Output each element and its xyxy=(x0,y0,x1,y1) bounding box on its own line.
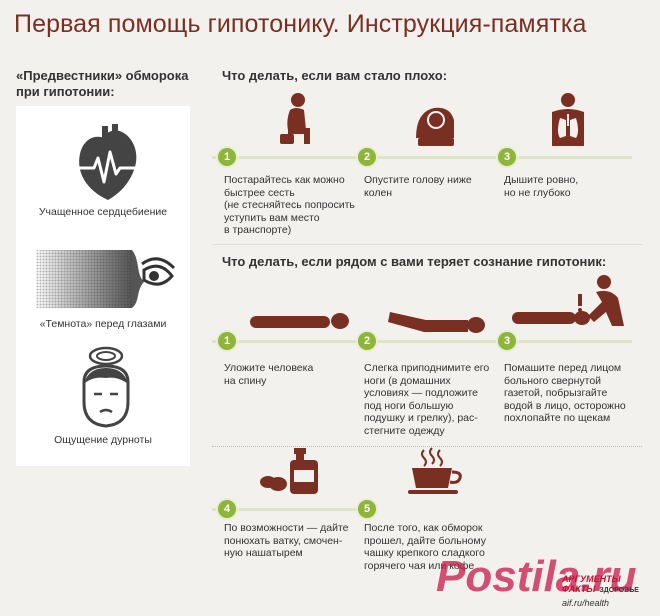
watermark: Postila.ru xyxy=(436,552,637,601)
step-text: Опустите голову ниже колен xyxy=(364,174,472,199)
darkness-eye-icon xyxy=(36,250,176,308)
step-number: 1 xyxy=(216,146,238,168)
step-number: 5 xyxy=(356,498,378,520)
step-text: Слегка приподнимите его ноги (в домашних… xyxy=(364,362,490,437)
section1-heading: Что делать, если вам стало плохо: xyxy=(222,68,448,83)
symptoms-panel: Учащенное сердцебиение «Темнота» перед г… xyxy=(16,106,190,466)
left-heading-2: при гипотонии: xyxy=(16,84,115,99)
head-down-icon xyxy=(416,107,454,146)
page-title: Первая помощь гипотонику. Инструкция-пам… xyxy=(14,10,587,38)
brand-url: aif.ru/health xyxy=(562,598,610,608)
step-number: 1 xyxy=(216,330,238,352)
section2-heading: Что делать, если рядом с вами теряет соз… xyxy=(222,254,607,269)
step-number: 4 xyxy=(216,498,238,520)
ammonia-bottle-icon xyxy=(260,448,318,494)
symptom-label: Учащенное сердцебиение xyxy=(38,206,168,218)
section-divider xyxy=(212,244,642,245)
steps-line xyxy=(212,508,362,511)
lying-person-icon xyxy=(250,313,349,329)
section-divider xyxy=(212,446,642,447)
lungs-person-icon xyxy=(552,93,584,146)
brand-name: АРГУМЕНТЫ xyxy=(562,574,621,584)
fanning-person-icon xyxy=(512,275,624,326)
heart-icon xyxy=(78,124,140,200)
step-text: Уложите человека на спину xyxy=(224,362,314,387)
step-text: Помашите перед лицом больного свернутой … xyxy=(504,362,626,424)
step-text: По возможности — дайте понюхать ватку, с… xyxy=(224,522,349,559)
step-number: 3 xyxy=(496,146,518,168)
brand-section: ЗДОРОВЬЕ xyxy=(599,587,639,594)
step-text: Постарайтесь как можно быстрее сесть (не… xyxy=(224,174,355,236)
step-number: 2 xyxy=(356,330,378,352)
dizzy-face-icon xyxy=(82,346,130,428)
step-text: Дышите ровно, но не глубоко xyxy=(504,174,579,199)
symptom-label: «Темнота» перед глазами xyxy=(39,318,167,330)
steps-line xyxy=(212,340,632,343)
steps-line xyxy=(212,156,632,159)
step-number: 2 xyxy=(356,146,378,168)
aif-logo: АРГУМЕНТЫ ФАКТЫ ЗДОРОВЬЕ aif.ru/health xyxy=(562,574,656,608)
brand-name-2: ФАКТЫ xyxy=(562,584,596,594)
step-number: 3 xyxy=(496,330,518,352)
tea-cup-icon xyxy=(408,447,462,494)
symptom-label: Ощущение дурноты xyxy=(54,434,152,446)
left-heading-1: «Предвестники» обморока xyxy=(16,68,189,83)
legs-raised-icon xyxy=(388,312,485,333)
step-text: После того, как обморок прошел, дайте бо… xyxy=(364,522,486,572)
sitting-person-icon xyxy=(280,93,310,144)
